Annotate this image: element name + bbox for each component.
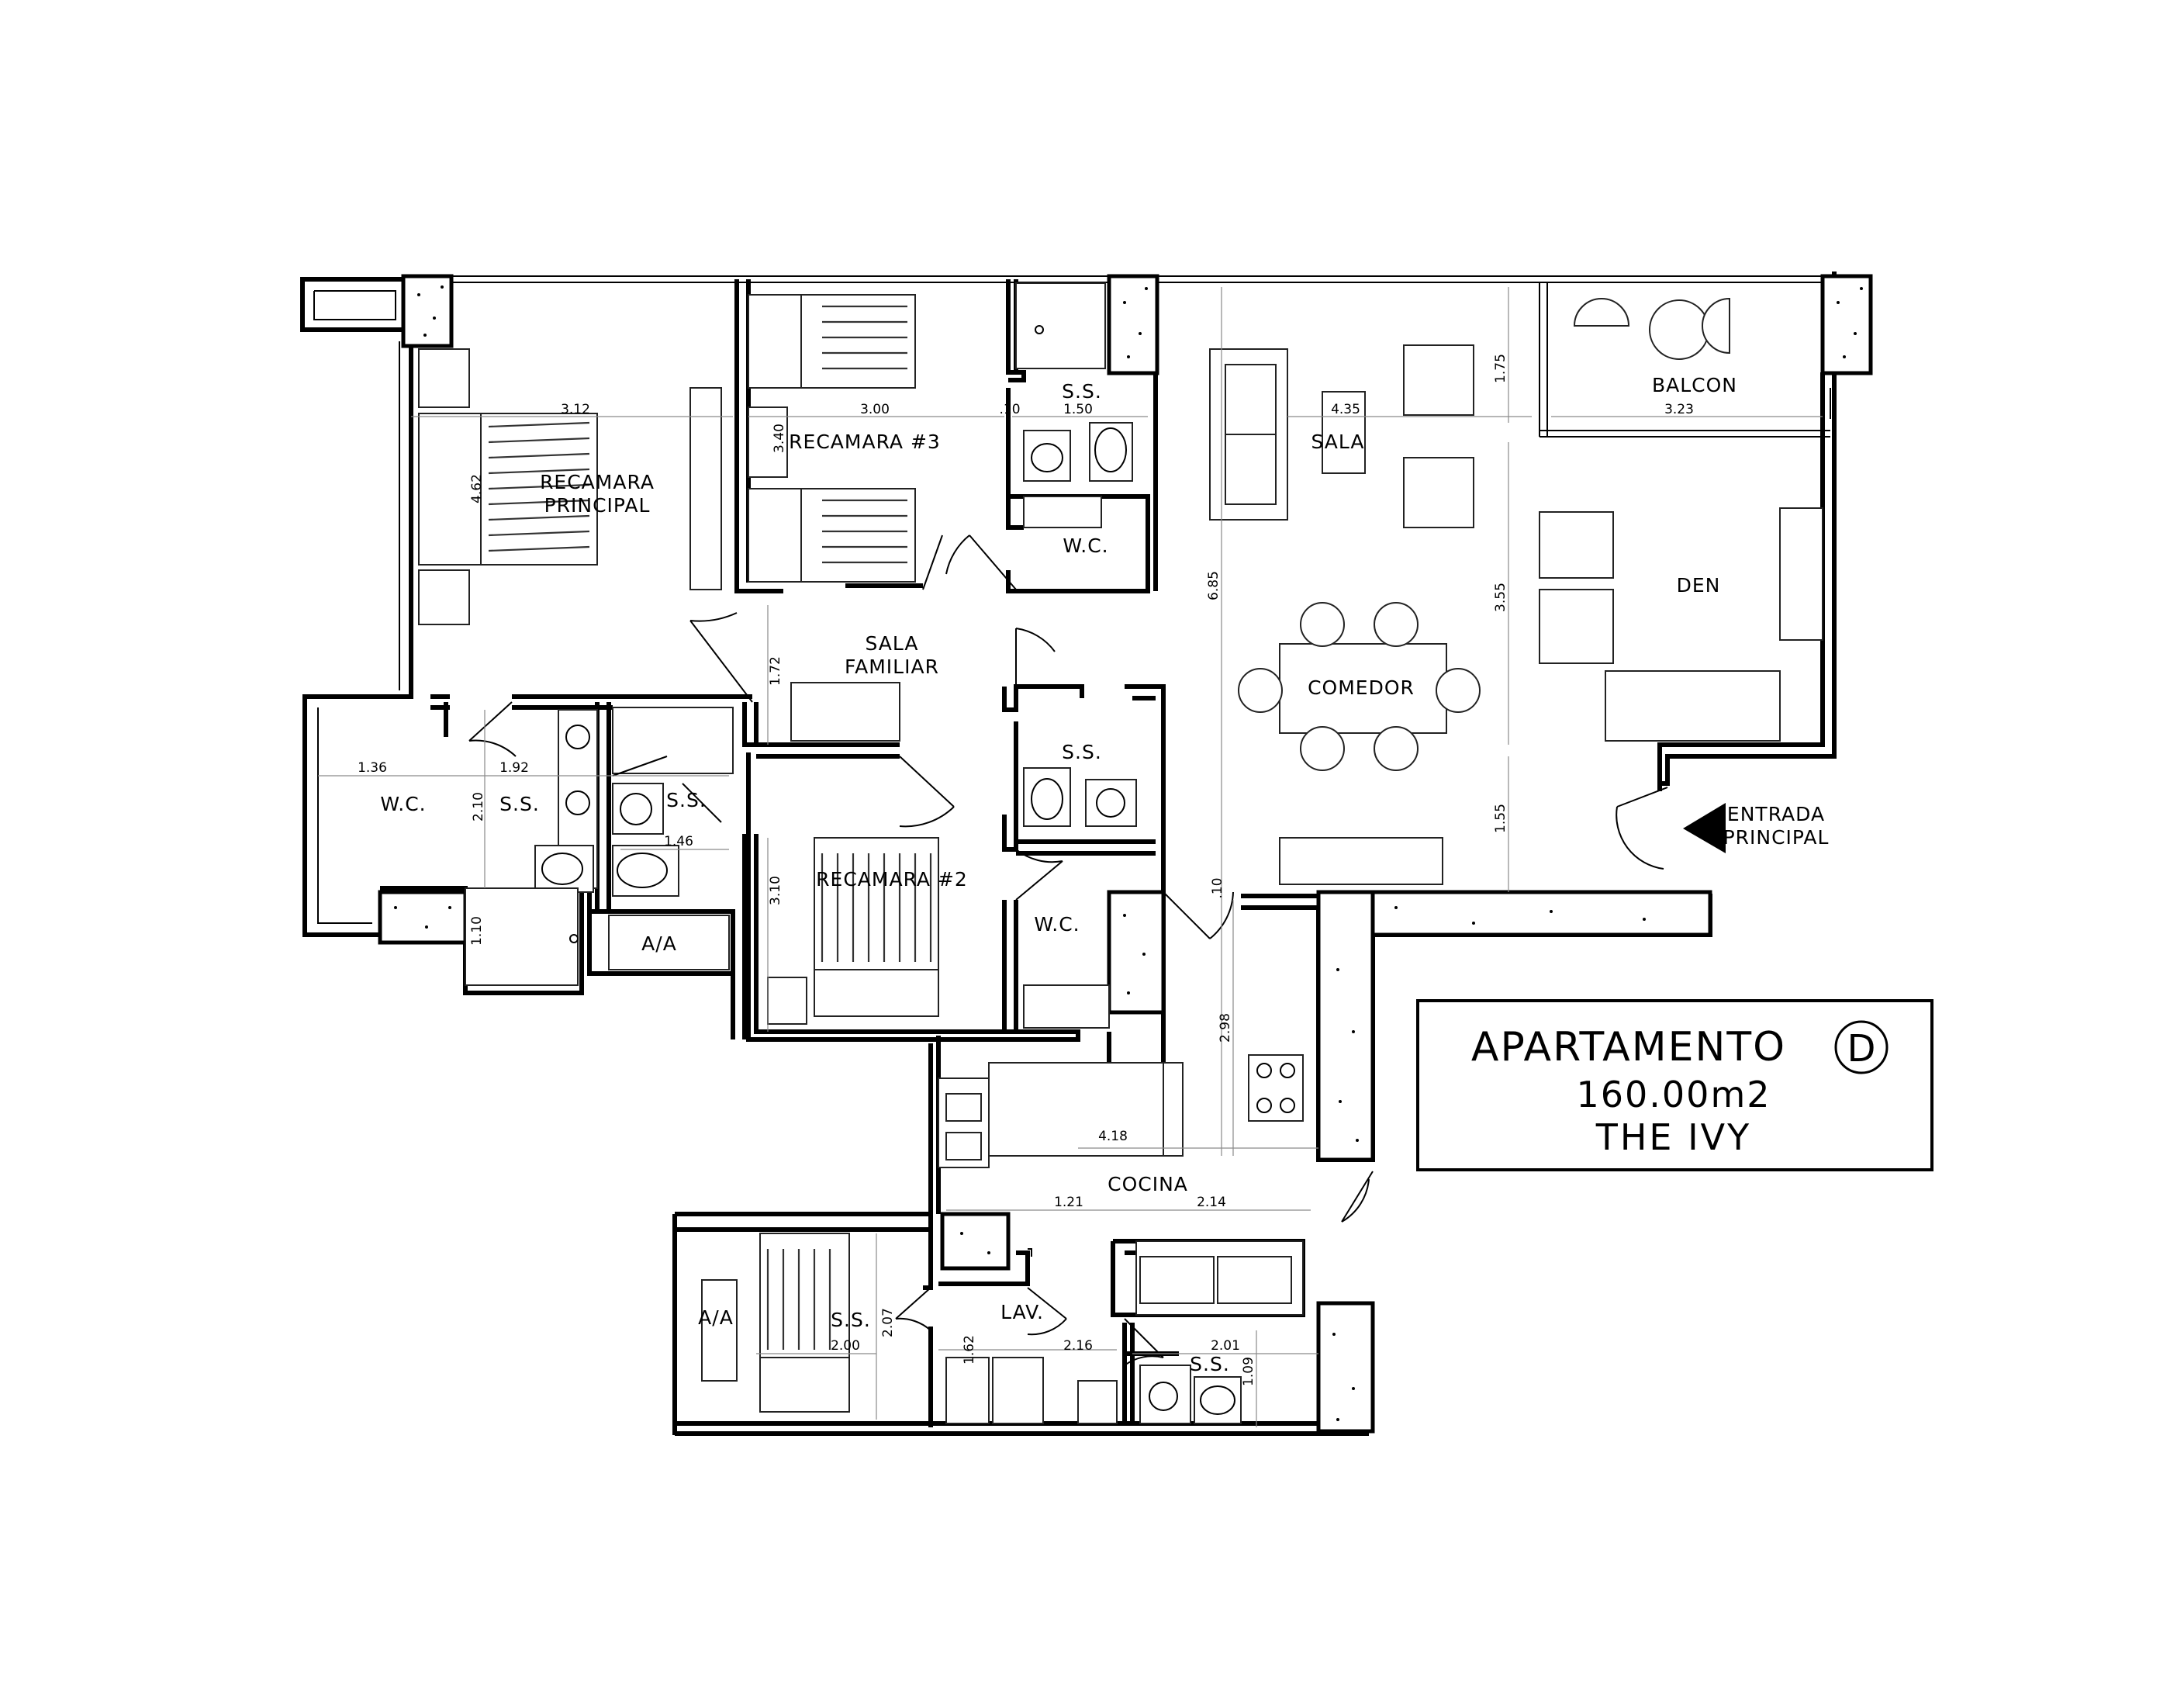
dimension-label: 3.55	[1493, 583, 1508, 612]
dimension-label: 1.50	[1063, 402, 1093, 417]
room-label-den: DEN	[1677, 574, 1721, 597]
room-label-ss-left-2: S.S.	[666, 789, 707, 811]
room-label-recamara-2: RECAMARA #2	[816, 868, 968, 891]
dimension-label: 3.10	[768, 876, 783, 905]
column	[378, 890, 468, 945]
den-sofa	[1605, 670, 1781, 742]
title-project: THE IVY	[1595, 1116, 1752, 1158]
dimension-label: 1.62	[962, 1335, 977, 1365]
room-label-balcon: BALCON	[1652, 374, 1737, 396]
dimension-label: 2.10	[471, 792, 486, 822]
room-label-ss-bottom-left: S.S.	[831, 1309, 871, 1331]
stove	[1248, 1054, 1304, 1122]
column	[1316, 890, 1375, 1162]
dimension-lines	[318, 287, 1823, 1427]
dimension-label: 3.12	[561, 402, 590, 417]
dimension-label: 2.01	[1211, 1338, 1240, 1354]
column	[1107, 890, 1166, 1015]
title-block: APARTAMENTO D 160.00m2 THE IVY	[1416, 999, 1933, 1171]
room-label-entrada-2: PRINCIPAL	[1723, 826, 1830, 849]
dimension-label: 4.18	[1098, 1129, 1128, 1144]
dimension-label: 1.36	[358, 760, 387, 776]
dimension-label: 2.00	[831, 1338, 860, 1354]
dimension-label: 1.72	[768, 656, 783, 686]
room-label-wc-left: W.C.	[380, 793, 426, 815]
dimension-label: 2.98	[1218, 1013, 1233, 1043]
dimension-label: 3.00	[860, 402, 890, 417]
dimension-label: 1.09	[1241, 1357, 1256, 1386]
dimension-label: 2.07	[880, 1308, 896, 1337]
room-labels: RECAMARA PRINCIPAL RECAMARA #3 S.S. W.C.…	[380, 374, 1830, 1375]
entrance-arrow-icon	[1683, 803, 1726, 853]
dimension-label: .10	[1210, 877, 1225, 898]
columns	[378, 274, 1873, 1434]
room-label-ss-bottom-right: S.S.	[1190, 1353, 1230, 1375]
room-label-ss-mid-right: S.S.	[1062, 741, 1102, 763]
dimension-label: 1.10	[469, 916, 485, 946]
column	[940, 1212, 1011, 1271]
room-label-lav: LAV.	[1000, 1301, 1044, 1323]
room-label-ss-top: S.S.	[1062, 380, 1102, 403]
title-area: 160.00m2	[1576, 1074, 1771, 1116]
dimension-label: 2.16	[1063, 1338, 1093, 1354]
dimension-labels: 3.12 4.62 3.00 3.40 .10 1.50 1.75 4.35 3…	[358, 354, 1694, 1386]
furniture	[418, 282, 1823, 1424]
room-label-recamara-principal-1: RECAMARA	[540, 471, 655, 493]
room-label-aa-1: A/A	[641, 932, 677, 955]
dimension-label: 1.21	[1054, 1195, 1083, 1210]
doors	[468, 534, 1668, 1366]
dimension-label: 1.55	[1493, 804, 1508, 833]
room-label-entrada-1: ENTRADA	[1727, 803, 1825, 825]
room-label-wc-mid-right: W.C.	[1034, 913, 1080, 936]
dimension-label: 1.92	[499, 760, 529, 776]
dimension-label: 1.75	[1493, 354, 1508, 383]
dimension-label: 4.35	[1331, 402, 1360, 417]
room-label-recamara-3: RECAMARA #3	[789, 431, 941, 453]
dimension-label: 2.14	[1197, 1195, 1226, 1210]
room-label-aa-2: A/A	[698, 1306, 734, 1329]
room-label-wc-top: W.C.	[1063, 534, 1108, 557]
column	[401, 274, 454, 348]
dining-table	[1279, 643, 1447, 734]
room-label-sala: SALA	[1311, 431, 1364, 453]
title-apartamento: APARTAMENTO	[1471, 1024, 1786, 1071]
room-label-comedor: COMEDOR	[1308, 676, 1415, 699]
room-label-ss-left-1: S.S.	[499, 793, 540, 815]
dimension-label: 1.46	[664, 834, 693, 849]
column	[1820, 274, 1873, 375]
room-label-recamara-principal-2: PRINCIPAL	[544, 494, 651, 517]
unit-circle	[1834, 1020, 1889, 1074]
dimension-label: 4.62	[469, 474, 485, 503]
room-label-sala-familiar-2: FAMILIAR	[845, 655, 939, 678]
dimension-label: .10	[999, 402, 1020, 417]
room-label-sala-familiar-1: SALA	[865, 632, 918, 655]
dimension-label: 3.40	[772, 424, 787, 453]
column	[1316, 890, 1712, 937]
dimension-label: 6.85	[1206, 571, 1222, 600]
column	[1107, 274, 1159, 375]
room-label-cocina: COCINA	[1108, 1173, 1188, 1195]
column	[1316, 1301, 1375, 1434]
title-unit-letter: D	[1847, 1027, 1876, 1071]
dimension-label: 3.23	[1664, 402, 1694, 417]
